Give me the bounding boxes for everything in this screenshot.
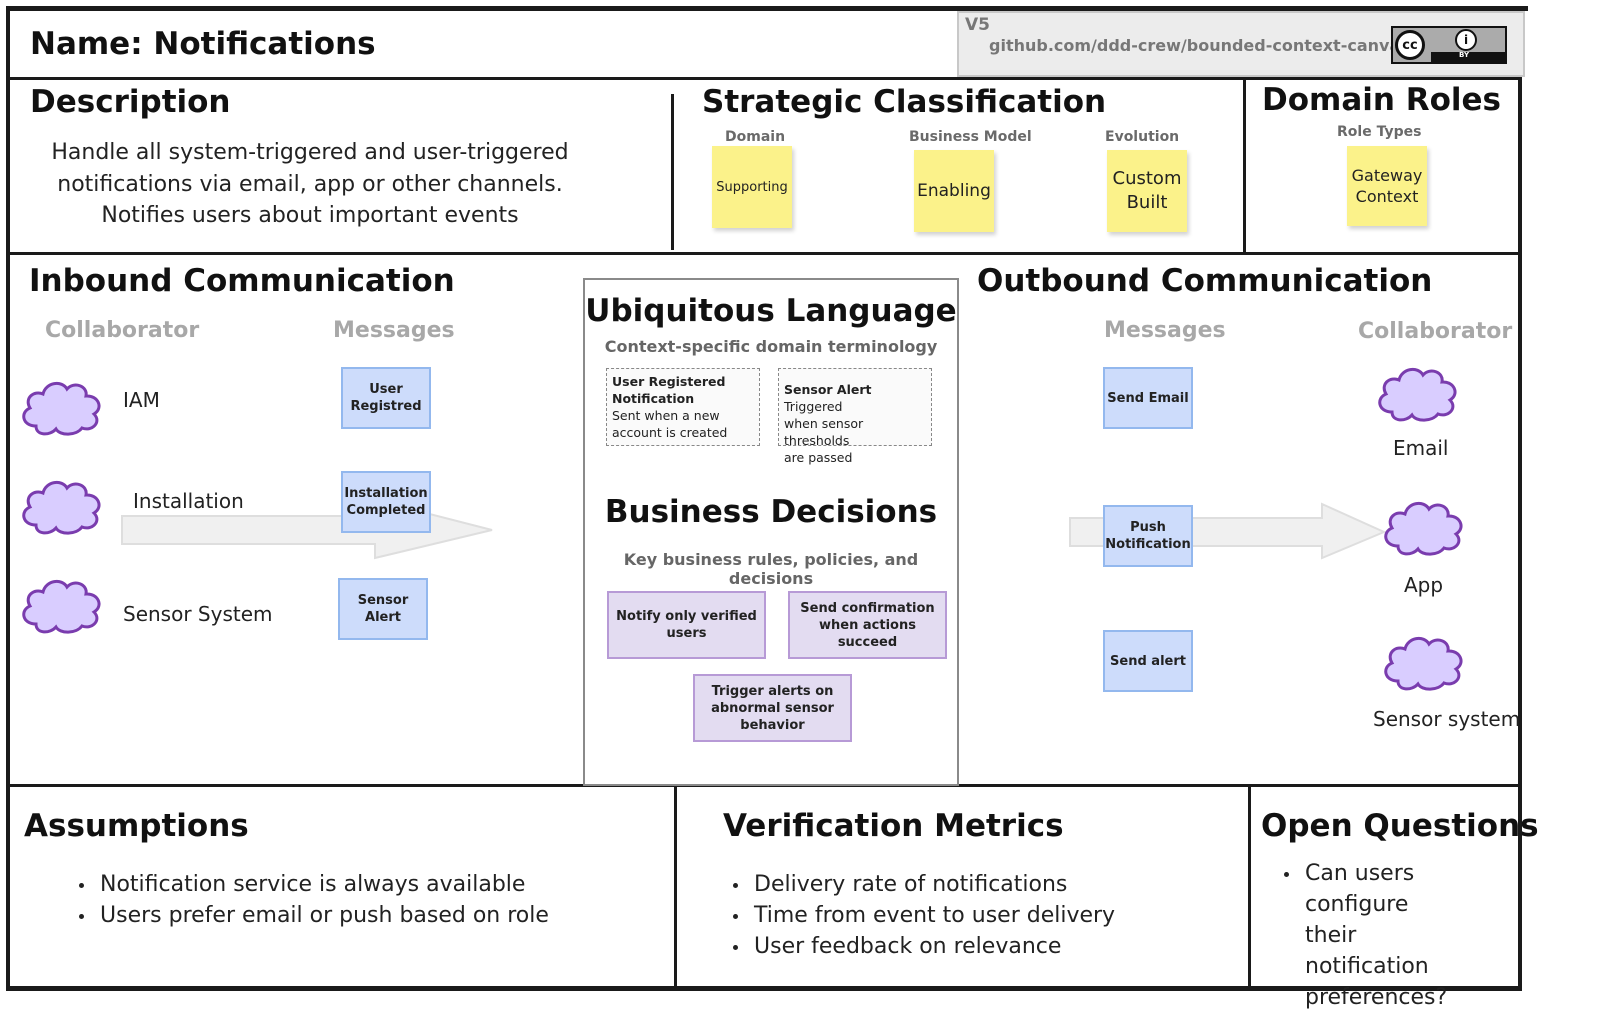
inbound-collaborator-iam: IAM xyxy=(123,388,160,412)
by-label: BY xyxy=(1459,51,1470,59)
divider-top-sections xyxy=(8,252,1522,255)
metric-item: User feedback on relevance xyxy=(750,931,1226,962)
description-text: Handle all system-triggered and user-tri… xyxy=(30,137,590,232)
cloud-icon xyxy=(22,579,101,634)
inbound-message-installation-completed[interactable]: Installation Completed xyxy=(341,471,431,533)
business-model-label: Business Model xyxy=(909,129,1032,145)
question-item: Can users configure their notification p… xyxy=(1301,858,1447,1013)
metrics-heading: Verification Metrics xyxy=(723,808,1064,844)
frame-bottom xyxy=(6,986,1522,991)
cloud-icon xyxy=(22,381,101,436)
metric-item: Delivery rate of notifications xyxy=(750,869,1226,900)
evolution-label: Evolution xyxy=(1105,129,1180,145)
assumption-item: Users prefer email or push based on role xyxy=(96,900,652,931)
frame-right xyxy=(1518,80,1522,990)
outbound-message-push-notification[interactable]: Push Notification xyxy=(1103,505,1193,567)
cc-license-badge: cc i BY xyxy=(1391,26,1507,64)
canvas-url[interactable]: github.com/ddd-crew/bounded-context-canv… xyxy=(989,36,1410,55)
outbound-heading: Outbound Communication xyxy=(977,263,1433,299)
attribution-icon: i xyxy=(1455,29,1477,51)
domain-label: Domain xyxy=(725,129,786,145)
term-user-registered-notification[interactable]: User Registered Notification Sent when a… xyxy=(606,368,760,446)
inbound-collaborator-sensor-system: Sensor System xyxy=(123,602,273,626)
inbound-collaborator-installation: Installation xyxy=(133,489,244,513)
role-types-label: Role Types xyxy=(1337,124,1422,140)
outbound-message-send-alert[interactable]: Send alert xyxy=(1103,630,1193,692)
inbound-collaborator-label: Collaborator xyxy=(45,318,200,343)
inbound-heading: Inbound Communication xyxy=(29,263,455,299)
divider-desc-strategic xyxy=(671,94,674,250)
roles-heading: Domain Roles xyxy=(1262,82,1502,118)
cloud-icon xyxy=(1384,501,1463,556)
outbound-collaborator-sensor-system: Sensor system xyxy=(1373,707,1521,731)
term-sensor-alert[interactable]: Sensor Alert Triggered when sensor thres… xyxy=(778,368,932,465)
strategic-heading: Strategic Classification xyxy=(702,84,1107,120)
cc-icon: cc xyxy=(1395,30,1425,60)
outbound-collaborator-email: Email xyxy=(1393,436,1449,460)
version-label: V5 xyxy=(965,15,990,35)
outbound-collaborator-app: App xyxy=(1404,573,1444,597)
role-sticky[interactable]: Gateway Context xyxy=(1347,146,1427,226)
description-line-3: Notifies users about important events xyxy=(101,203,519,228)
metrics-list: Delivery rate of notifications Time from… xyxy=(726,869,1226,962)
inbound-message-user-registred[interactable]: User Registred xyxy=(341,367,431,429)
outbound-message-send-email[interactable]: Send Email xyxy=(1103,367,1193,429)
assumptions-heading: Assumptions xyxy=(24,808,249,844)
cloud-icon xyxy=(1378,367,1457,422)
assumptions-list: Notification service is always available… xyxy=(72,869,652,931)
by-strip xyxy=(1431,52,1505,62)
divider-name xyxy=(8,77,1522,80)
frame-top xyxy=(8,6,1528,11)
metric-item: Time from event to user delivery xyxy=(750,900,1226,931)
divider-strategic-roles xyxy=(1243,80,1246,254)
inbound-message-sensor-alert[interactable]: Sensor Alert xyxy=(338,578,428,640)
description-line-2: notifications via email, app or other ch… xyxy=(57,171,563,197)
description-heading: Description xyxy=(30,84,231,120)
decision-send-confirmation[interactable]: Send confirmation when actions succeed xyxy=(788,591,947,659)
divider-assump-metrics xyxy=(674,786,677,988)
outbound-messages-label: Messages xyxy=(1104,318,1226,343)
assumption-item: Notification service is always available xyxy=(96,869,652,900)
domain-sticky[interactable]: Supporting xyxy=(712,146,792,228)
evolution-sticky[interactable]: Custom Built xyxy=(1107,150,1187,232)
questions-heading: Open Questions xyxy=(1261,808,1539,844)
meta-box: V5 github.com/ddd-crew/bounded-context-c… xyxy=(957,11,1525,77)
ubiquitous-subheading: Context-specific domain terminology xyxy=(604,337,938,356)
decision-trigger-alerts[interactable]: Trigger alerts on abnormal sensor behavi… xyxy=(693,674,852,742)
decision-notify-verified-users[interactable]: Notify only verified users xyxy=(607,591,766,659)
cloud-icon xyxy=(22,480,101,535)
business-model-sticky[interactable]: Enabling xyxy=(914,150,994,232)
business-decisions-subheading: Key business rules, policies, and decisi… xyxy=(623,550,919,588)
divider-metrics-questions xyxy=(1248,786,1251,988)
description-line-1: Handle all system-triggered and user-tri… xyxy=(51,140,569,165)
frame-left xyxy=(6,6,10,990)
questions-list: Can users configure their notification p… xyxy=(1277,858,1447,1013)
business-decisions-heading: Business Decisions xyxy=(604,494,938,530)
inbound-messages-label: Messages xyxy=(333,318,455,343)
ubiquitous-heading: Ubiquitous Language xyxy=(585,293,957,329)
context-name: Name: Notifications xyxy=(30,26,376,62)
outbound-collaborator-label: Collaborator xyxy=(1358,319,1513,344)
cloud-icon xyxy=(1384,636,1463,691)
